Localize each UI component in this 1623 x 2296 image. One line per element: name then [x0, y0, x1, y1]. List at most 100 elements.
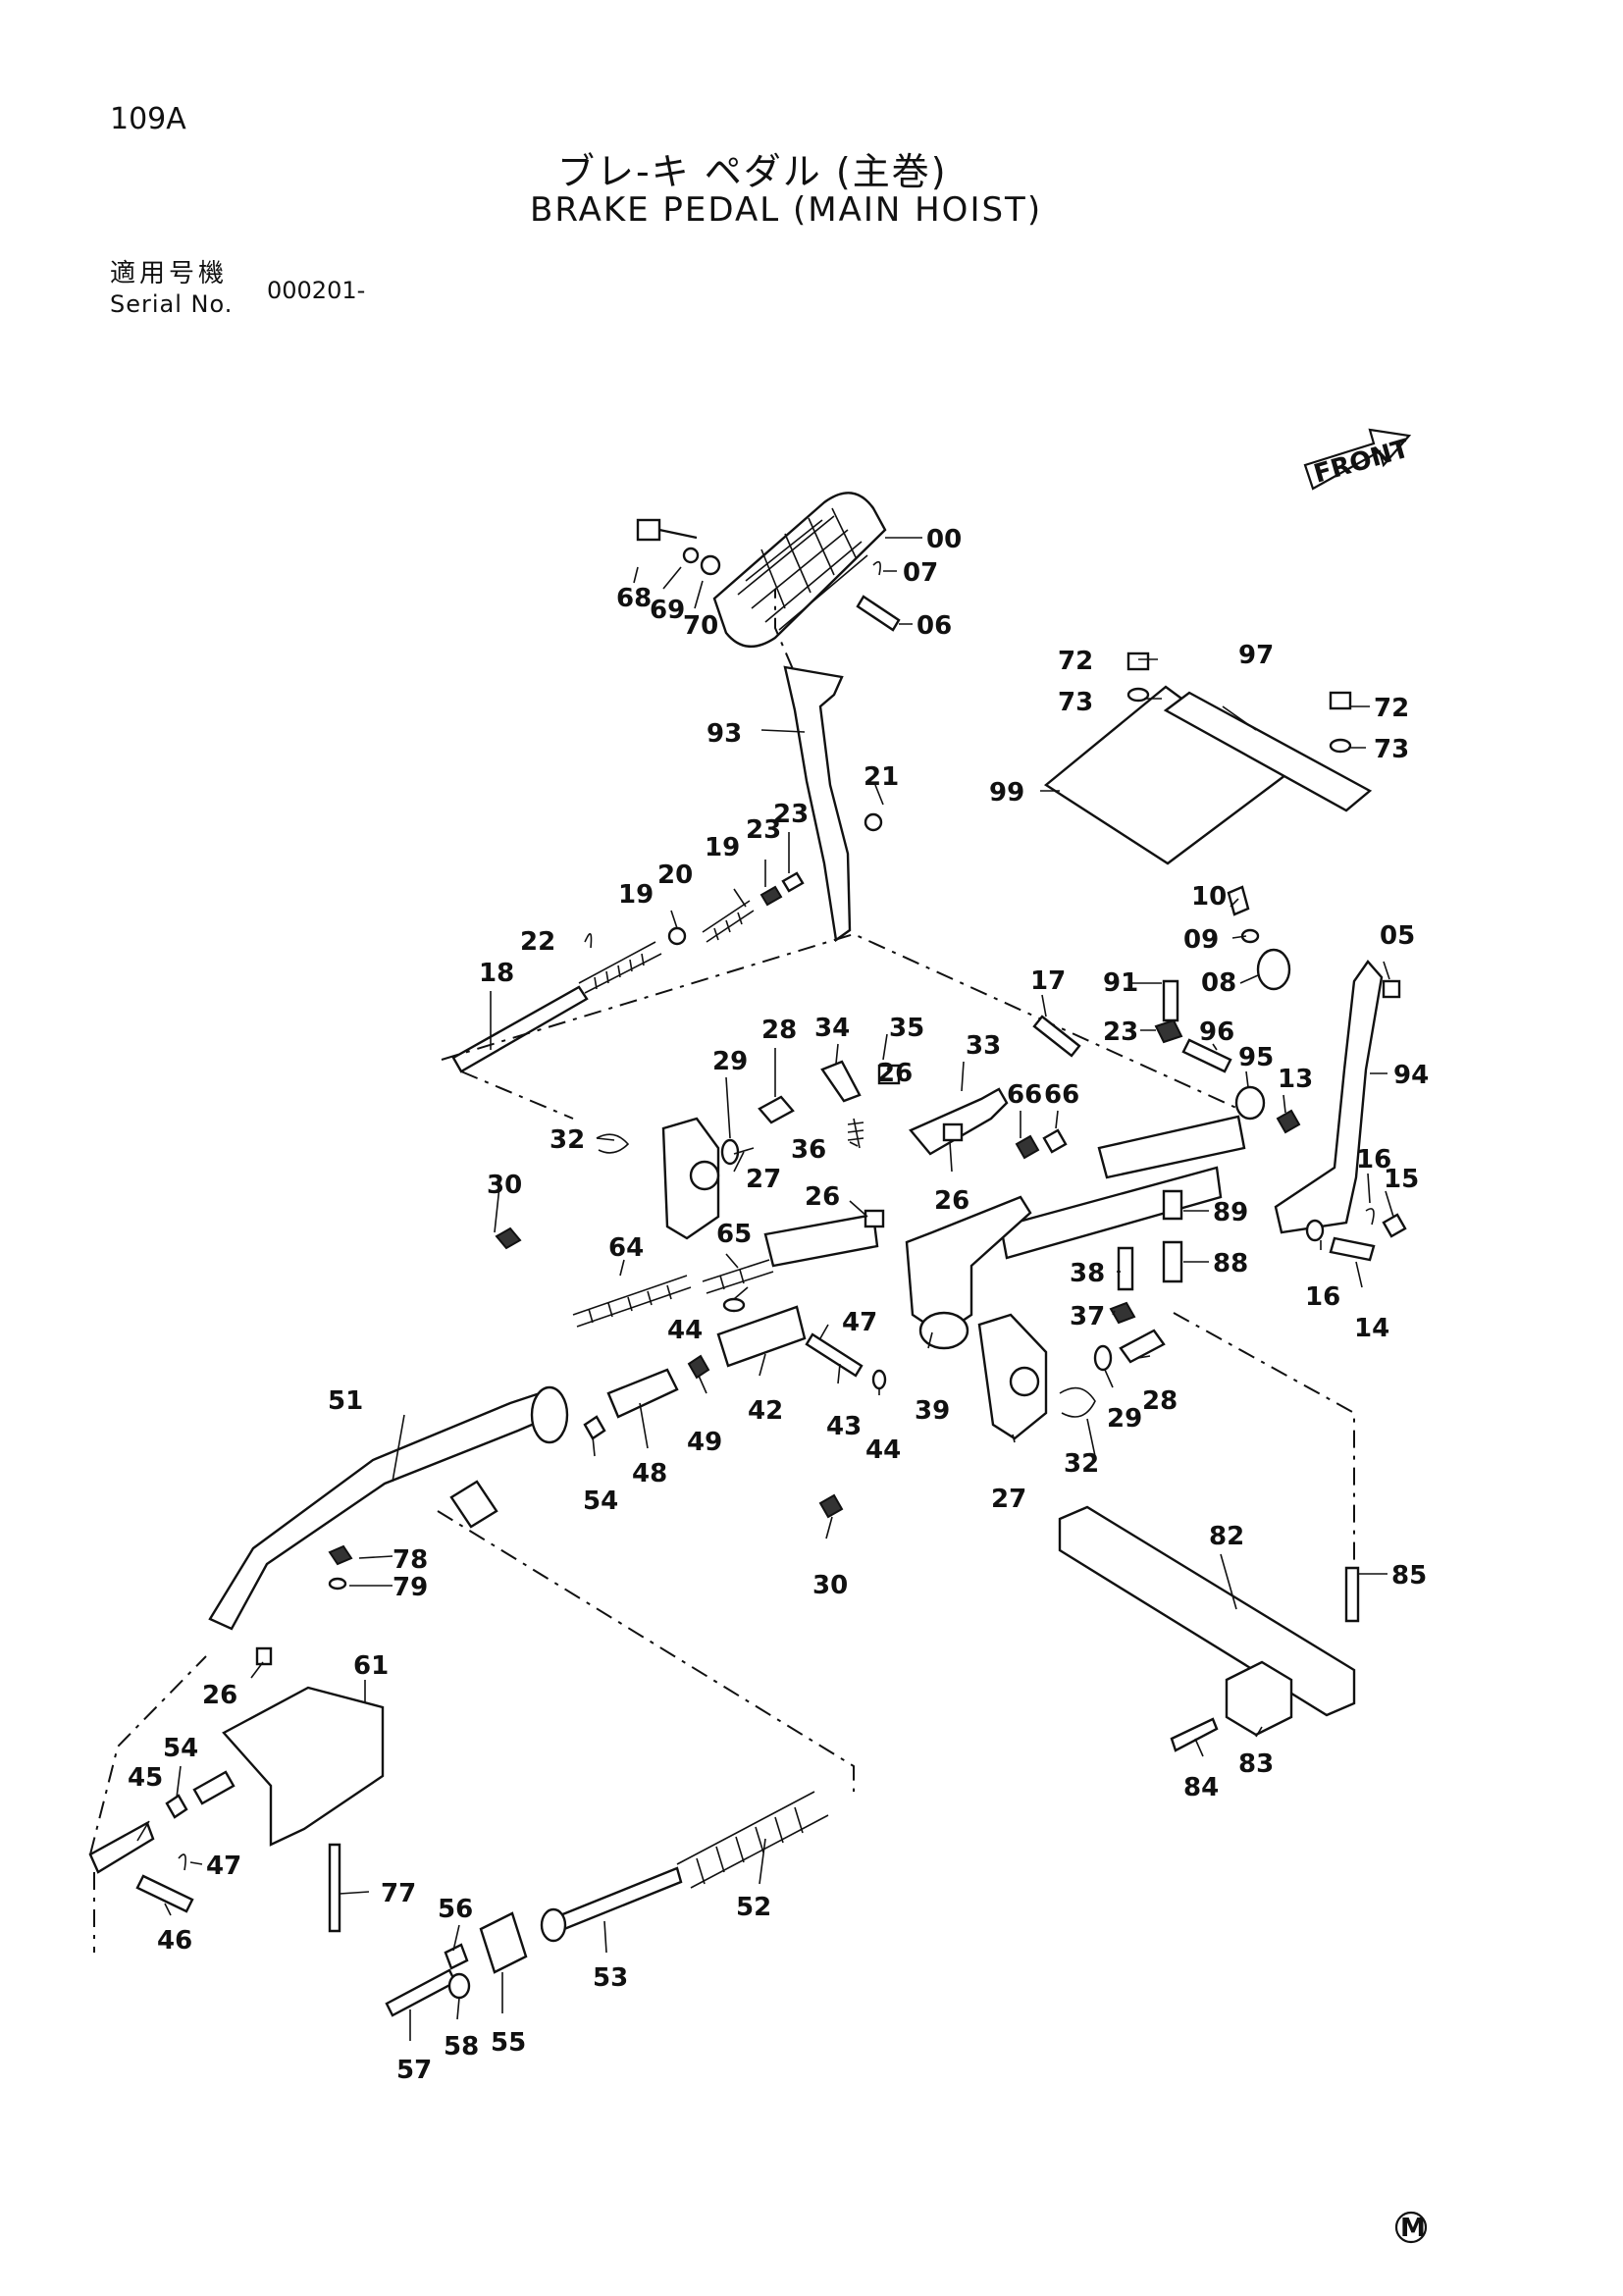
- bolt-28-upper: [758, 1095, 795, 1124]
- label-34: 34: [814, 1014, 850, 1043]
- spring-36: [847, 1118, 864, 1149]
- label-20: 20: [657, 861, 693, 890]
- bolt-84: [1170, 1717, 1219, 1752]
- label-57: 57: [396, 2056, 432, 2085]
- label-72-right: 72: [1374, 694, 1409, 723]
- label-56: 56: [438, 1895, 473, 1924]
- label-64: 64: [608, 1233, 644, 1263]
- serial-value: 000201-: [267, 277, 366, 304]
- label-68: 68: [616, 584, 652, 613]
- label-08: 08: [1201, 968, 1236, 998]
- label-33: 33: [966, 1031, 1001, 1061]
- label-37: 37: [1070, 1302, 1105, 1331]
- bolt-96: [1181, 1038, 1232, 1073]
- label-97: 97: [1238, 641, 1274, 670]
- nut-66-a: [1015, 1134, 1040, 1160]
- serial-label-english: Serial No.: [110, 290, 234, 318]
- serial-label-japanese: 適用号機: [110, 259, 229, 288]
- label-95: 95: [1238, 1043, 1274, 1072]
- page-number: 109A: [110, 102, 186, 136]
- nut-54-upper: [583, 1415, 606, 1440]
- cushion-95: [1234, 1085, 1266, 1121]
- label-53: 53: [593, 1963, 628, 1993]
- label-09: 09: [1183, 925, 1219, 955]
- turnbuckle-48: [606, 1368, 679, 1419]
- washer-20: [667, 926, 687, 946]
- label-54-upper: 54: [583, 1487, 618, 1516]
- bolt-10: [1227, 885, 1250, 916]
- label-16-b: 16: [1356, 1145, 1391, 1174]
- lever-33: [909, 1087, 1009, 1156]
- page-title-japanese: ブレ-キ ペダル (主巻): [557, 150, 948, 193]
- washer-73-right: [1329, 738, 1352, 754]
- washer-29-lower: [1093, 1344, 1113, 1372]
- label-83: 83: [1238, 1749, 1274, 1779]
- label-99: 99: [989, 778, 1024, 808]
- label-16-a: 16: [1305, 1282, 1340, 1312]
- label-27-upper: 27: [746, 1165, 781, 1194]
- valve-rod: [192, 1770, 236, 1805]
- collar-26-c: [864, 1209, 885, 1228]
- label-79: 79: [393, 1573, 428, 1602]
- pin-46: [135, 1874, 194, 1913]
- bolt-85: [1344, 1566, 1360, 1623]
- bolt-72-left: [1126, 652, 1150, 671]
- bolt-56: [444, 1943, 469, 1970]
- label-10: 10: [1191, 882, 1227, 912]
- washer-29-upper: [720, 1138, 740, 1166]
- label-44-b: 44: [865, 1435, 901, 1465]
- label-47-b: 47: [206, 1852, 241, 1881]
- label-69: 69: [650, 596, 685, 625]
- label-26-d: 26: [202, 1681, 237, 1710]
- label-47-a: 47: [842, 1308, 877, 1337]
- label-61: 61: [353, 1651, 389, 1681]
- label-89: 89: [1213, 1198, 1248, 1227]
- pin-06: [856, 595, 901, 632]
- bolt-88: [1162, 1240, 1183, 1283]
- label-46: 46: [157, 1926, 192, 1956]
- collar-05: [1382, 979, 1401, 999]
- washer-16-a: [1305, 1219, 1325, 1242]
- label-26-c: 26: [805, 1182, 840, 1212]
- label-06: 06: [916, 611, 952, 641]
- bolt-68: [636, 518, 698, 542]
- nut-54-lower: [165, 1794, 188, 1819]
- label-48: 48: [632, 1459, 667, 1488]
- label-51: 51: [328, 1386, 363, 1416]
- nut-15: [1382, 1213, 1407, 1238]
- footer-mark-icon: M: [1394, 2211, 1428, 2244]
- bolt-57: [385, 1968, 457, 2017]
- label-21: 21: [864, 762, 899, 792]
- label-23-a: 23: [746, 815, 781, 845]
- nut-66-b: [1042, 1128, 1068, 1154]
- label-23-b: 23: [773, 800, 809, 829]
- label-43: 43: [826, 1412, 862, 1441]
- clevis-42: [716, 1305, 807, 1368]
- plate-97: [1163, 691, 1373, 812]
- nut-23-a: [759, 885, 783, 907]
- label-70: 70: [683, 611, 718, 641]
- label-84: 84: [1183, 1773, 1219, 1802]
- label-00: 00: [926, 525, 962, 554]
- bar-82: [1058, 1505, 1356, 1717]
- label-30-lower: 30: [812, 1571, 848, 1600]
- washer-44-b: [871, 1369, 887, 1390]
- clevis-45: [88, 1821, 155, 1874]
- washer-79: [328, 1577, 347, 1591]
- label-13: 13: [1278, 1065, 1313, 1094]
- washer-21: [864, 812, 883, 832]
- bracket-frame: [1097, 1115, 1246, 1179]
- label-18: 18: [479, 959, 514, 988]
- snap-ring-32-lower: [1059, 1386, 1096, 1418]
- bolt-34: [820, 1060, 862, 1103]
- washer-70: [700, 554, 721, 576]
- label-66-b: 66: [1044, 1080, 1079, 1110]
- label-52: 52: [736, 1893, 771, 1922]
- spring-52: [676, 1791, 829, 1889]
- nut-58: [447, 1972, 471, 2000]
- cotter-pin-47: [178, 1853, 186, 1871]
- label-72-left: 72: [1058, 647, 1093, 676]
- label-38: 38: [1070, 1259, 1105, 1288]
- label-19-a: 19: [618, 880, 654, 910]
